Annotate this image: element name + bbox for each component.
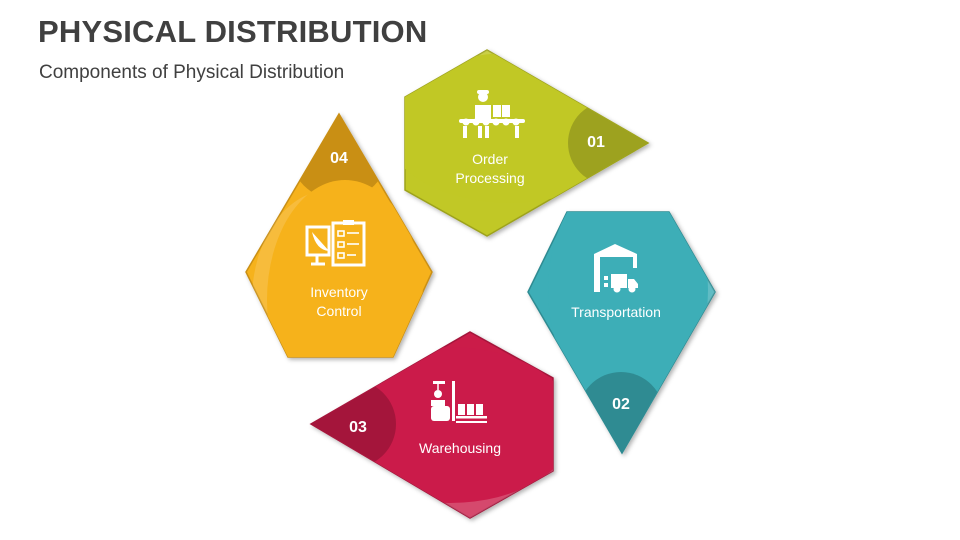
- label-warehousing: Warehousing: [419, 439, 501, 458]
- monitor-clipboard-icon: [305, 220, 366, 267]
- page-title: PHYSICAL DISTRIBUTION: [38, 14, 428, 49]
- component-03-warehousing: [309, 331, 554, 519]
- label-inventory-control: Inventory Control: [310, 283, 368, 321]
- label-line: Processing: [455, 170, 525, 186]
- step-number-04: 04: [330, 150, 348, 167]
- label-order-processing: Order Processing: [455, 150, 524, 188]
- label-line: Order: [472, 151, 508, 167]
- conveyor-worker-icon: [459, 90, 525, 138]
- label-line: Inventory: [310, 284, 368, 300]
- label-transportation: Transportation: [571, 303, 661, 322]
- label-line: Transportation: [571, 304, 661, 320]
- step-number-01: 01: [587, 134, 605, 151]
- page-subtitle: Components of Physical Distribution: [39, 62, 345, 83]
- warehouse-truck-icon: [594, 244, 638, 293]
- component-01-order-processing: [404, 49, 650, 237]
- label-line: Warehousing: [419, 440, 501, 456]
- label-line: Control: [316, 303, 362, 319]
- step-number-02: 02: [612, 396, 630, 413]
- step-number-03: 03: [349, 419, 367, 436]
- forklift-worker-icon: [431, 381, 487, 423]
